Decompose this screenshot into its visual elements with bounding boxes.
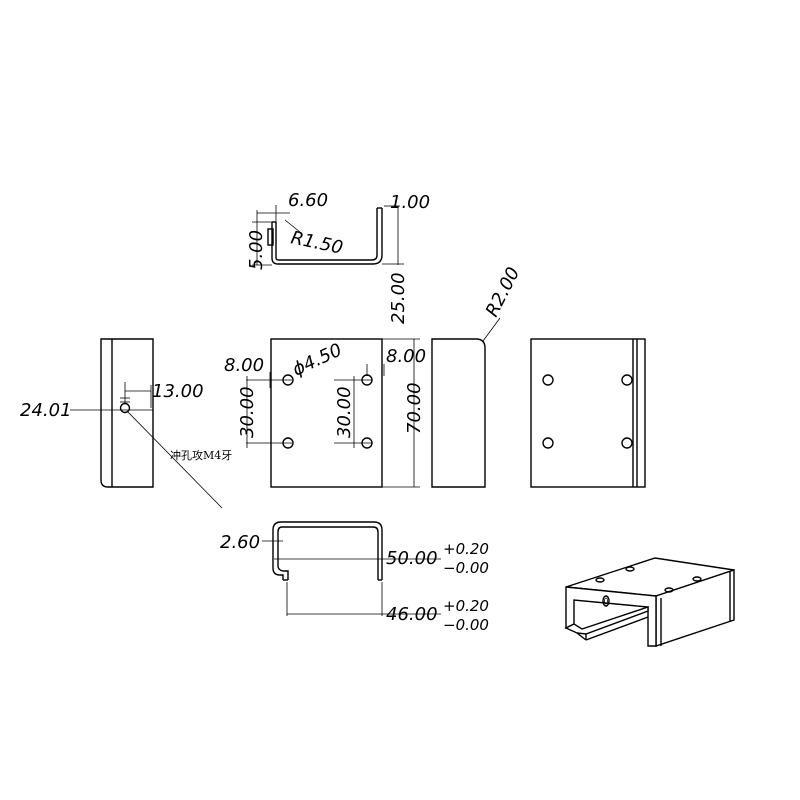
right-side-plain-view <box>431 317 501 488</box>
dim-plate-height: 70.00 <box>404 382 425 434</box>
dim-top-bend-radius: R1.50 <box>289 227 345 258</box>
tol-outer-plus: +0.20 <box>443 540 489 558</box>
tol-inner-minus: −0.00 <box>443 616 489 634</box>
dim-hole-spacing-right: 30.00 <box>334 386 355 438</box>
iso-hole-1 <box>595 577 605 583</box>
dim-left-edge-offset: 24.01 <box>20 400 72 421</box>
dim-hole-diameter: ϕ4.50 <box>289 340 345 381</box>
dim-outer-width: 50.00 <box>386 548 438 569</box>
iso-hole-2 <box>625 566 635 572</box>
iso-hole-4 <box>692 576 702 582</box>
top-profile-view <box>252 205 404 266</box>
dim-left-hole-offset: 13.00 <box>152 381 204 402</box>
tol-inner-plus: +0.20 <box>443 597 489 615</box>
left-side-view <box>70 338 223 509</box>
dim-front-corner-radius: R2.00 <box>482 264 525 320</box>
back-view <box>530 338 646 488</box>
iso-tapped-hole <box>602 595 610 607</box>
iso-hole-3 <box>664 587 674 593</box>
dim-hole-edge-right: 8.00 <box>386 346 426 367</box>
dim-top-side-height: 25.00 <box>388 272 409 324</box>
bottom-profile-view <box>262 521 441 616</box>
dim-top-bend-width: 6.60 <box>288 190 328 211</box>
note-punch-tap: 冲孔攻M4牙 <box>170 448 232 462</box>
dim-top-thickness: 1.00 <box>390 192 430 213</box>
tol-outer-minus: −0.00 <box>443 559 489 577</box>
dim-hole-edge-left: 8.00 <box>224 355 264 376</box>
dim-inner-width: 46.00 <box>386 604 438 625</box>
front-view <box>246 338 420 488</box>
isometric-view <box>564 557 735 647</box>
dim-bottom-lip: 2.60 <box>220 532 260 553</box>
dim-top-bend-height: 5.00 <box>246 230 267 270</box>
dim-hole-spacing-left: 30.00 <box>237 386 258 438</box>
